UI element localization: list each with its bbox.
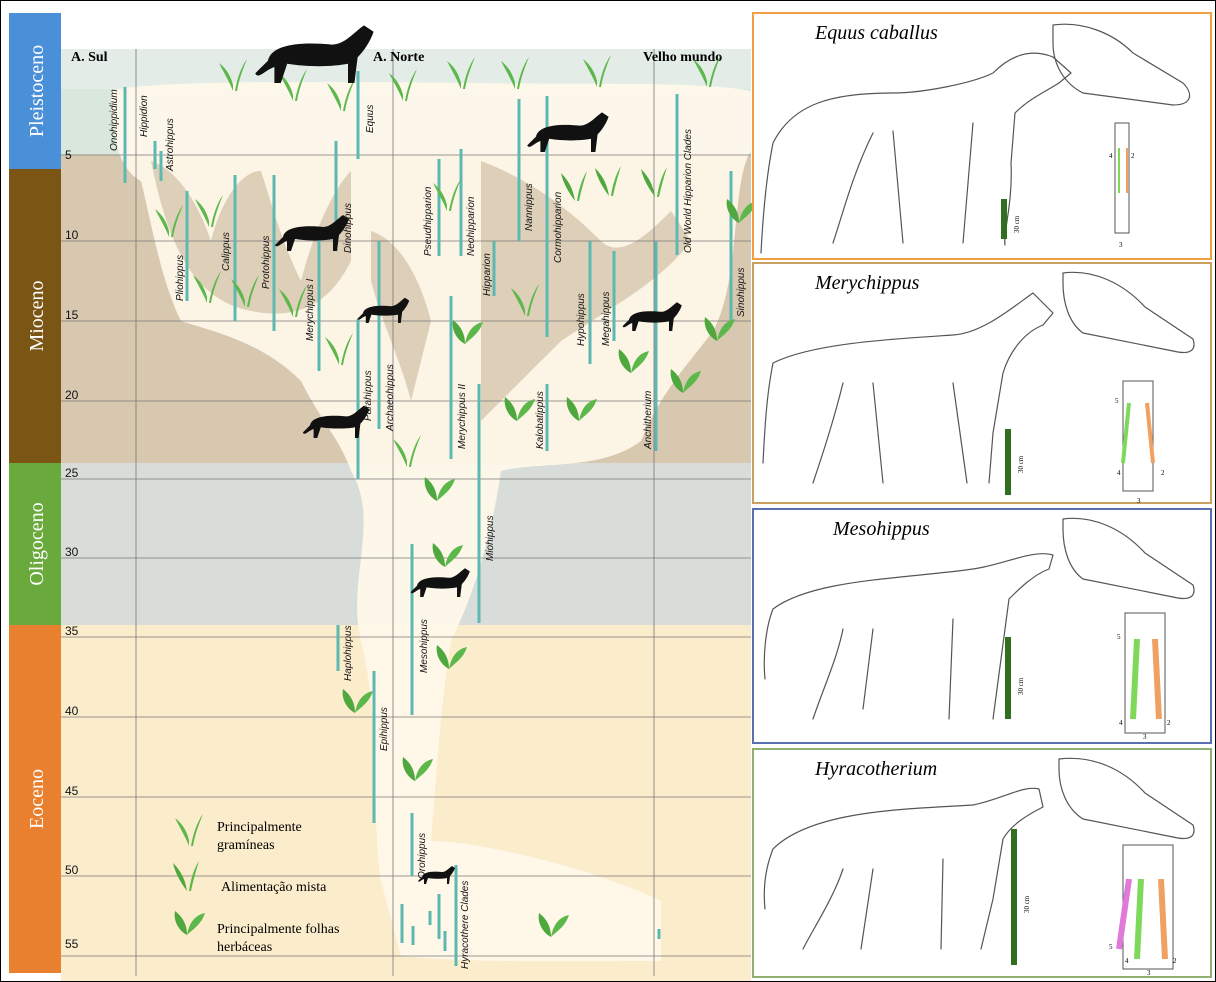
scale-bar-hyracotherium	[1011, 829, 1017, 965]
genus-hippidion: Hippidion	[139, 95, 150, 137]
genus-miohippus: Miohippus	[485, 515, 496, 561]
genus-hipparion: Hipparion	[482, 253, 493, 296]
tick-25: 25	[65, 466, 79, 480]
scale-bar-equus	[1001, 199, 1007, 239]
genus-merychippus-i: Merychippus I	[305, 279, 316, 341]
genus-astrohippus: Astrohippus	[165, 118, 176, 172]
genus-calippus: Calippus	[221, 232, 232, 271]
svg-text:3: 3	[1143, 733, 1147, 741]
svg-text:2: 2	[1167, 719, 1171, 727]
genus-neohipparion: Neohipparion	[466, 196, 477, 256]
epoch-label-miocene: Mioceno	[26, 280, 48, 351]
svg-text:5: 5	[1117, 633, 1121, 641]
region-north-america: A. Norte	[373, 50, 424, 65]
panel-mesohippus: Mesohippus 30 cm 5 4 2 3	[753, 509, 1211, 743]
genus-sinohippus: Sinohippus	[736, 268, 747, 317]
tick-20: 20	[65, 388, 79, 402]
genus-cormohipparion: Cormohipparion	[553, 191, 564, 263]
genus-equus: Equus	[365, 105, 376, 133]
panel-title-hyracotherium: Hyracotherium	[814, 758, 937, 780]
legend-mixed: Alimentação mista	[221, 880, 327, 895]
svg-text:30 cm: 30 cm	[1017, 677, 1025, 695]
tick-55: 55	[65, 937, 79, 951]
legend-grass-line2: gramíneas	[217, 838, 275, 853]
tick-30: 30	[65, 545, 79, 559]
genus-nannippus: Nannippus	[524, 183, 535, 231]
svg-text:4: 4	[1119, 719, 1123, 727]
panel-equus-caballus: Equus caballus 30 cm 4 2 3	[753, 13, 1211, 259]
svg-text:3: 3	[1119, 241, 1123, 249]
genus-kalobatippus: Kalobatippus	[535, 391, 546, 449]
genus-hyracothere-clades: Hyracothere Clades	[460, 881, 471, 969]
svg-text:3: 3	[1147, 969, 1151, 977]
svg-text:30 cm: 30 cm	[1017, 455, 1025, 473]
svg-text:4: 4	[1117, 469, 1121, 477]
genus-orohippus: Orohippus	[417, 833, 428, 879]
tick-50: 50	[65, 863, 79, 877]
svg-text:4: 4	[1125, 957, 1129, 965]
genus-haplohippus: Haplohippus	[343, 625, 354, 681]
svg-text:5: 5	[1115, 397, 1119, 405]
region-old-world: Velho mundo	[643, 50, 722, 65]
tick-5: 5	[65, 148, 72, 162]
epoch-column: Pleistoceno Mioceno Oligoceno Eoceno	[9, 13, 61, 973]
genus-dinohippus: Dinohippus	[343, 203, 354, 253]
panel-merychippus: Merychippus 30 cm 5 4 2 3	[753, 263, 1211, 505]
genus-old-world-hipparion-clades: Old World Hipparion Clades	[683, 129, 694, 253]
scale-bar-mesohippus	[1005, 637, 1011, 719]
genus-pseudhipparion: Pseudhipparion	[423, 186, 434, 256]
tick-35: 35	[65, 624, 79, 638]
panel-title-merychippus: Merychippus	[814, 272, 920, 294]
genus-anchitherium: Anchitherium	[643, 391, 654, 450]
svg-text:30 cm: 30 cm	[1013, 215, 1021, 233]
svg-text:5: 5	[1109, 943, 1113, 951]
genus-pliohippus: Pliohippus	[175, 255, 186, 301]
genus-epihippus: Epihippus	[379, 707, 390, 751]
panel-hyracotherium: Hyracotherium 30 cm 5 4 2 3	[753, 749, 1211, 977]
genus-merychippus-ii: Merychippus II	[457, 384, 468, 449]
epoch-label-oligocene: Oligoceno	[26, 502, 48, 585]
genus-archaeohippus: Archaeohippus	[385, 364, 396, 432]
species-panels: Equus caballus 30 cm 4 2 3 Merychippus 3…	[753, 13, 1211, 977]
tick-15: 15	[65, 308, 79, 322]
svg-text:30 cm: 30 cm	[1023, 895, 1031, 913]
genus-onohippidium: Onohippidium	[109, 89, 120, 151]
genus-mesohippus: Mesohippus	[419, 619, 430, 673]
region-south-america: A. Sul	[71, 50, 108, 65]
svg-text:2: 2	[1173, 957, 1177, 965]
epoch-label-eocene: Eoceno	[26, 769, 48, 829]
genus-megahippus: Megahippus	[601, 292, 612, 346]
svg-text:3: 3	[1137, 497, 1141, 505]
legend-grass-line1: Principalmente	[217, 820, 302, 835]
svg-text:2: 2	[1161, 469, 1165, 477]
tick-10: 10	[65, 228, 79, 242]
panel-title-equus: Equus caballus	[814, 22, 938, 44]
legend-leaf-line2: herbáceas	[217, 940, 272, 955]
legend-leaf-line1: Principalmente folhas	[217, 922, 339, 937]
epoch-label-pleistocene: Pleistoceno	[26, 45, 48, 137]
genus-hypohippus: Hypohippus	[576, 293, 587, 346]
genus-protohippus: Protohippus	[261, 236, 272, 289]
svg-text:2: 2	[1131, 152, 1135, 160]
panel-title-mesohippus: Mesohippus	[832, 518, 930, 540]
tick-45: 45	[65, 784, 79, 798]
scale-bar-merychippus	[1005, 429, 1011, 495]
tick-40: 40	[65, 704, 79, 718]
svg-text:4: 4	[1109, 152, 1113, 160]
